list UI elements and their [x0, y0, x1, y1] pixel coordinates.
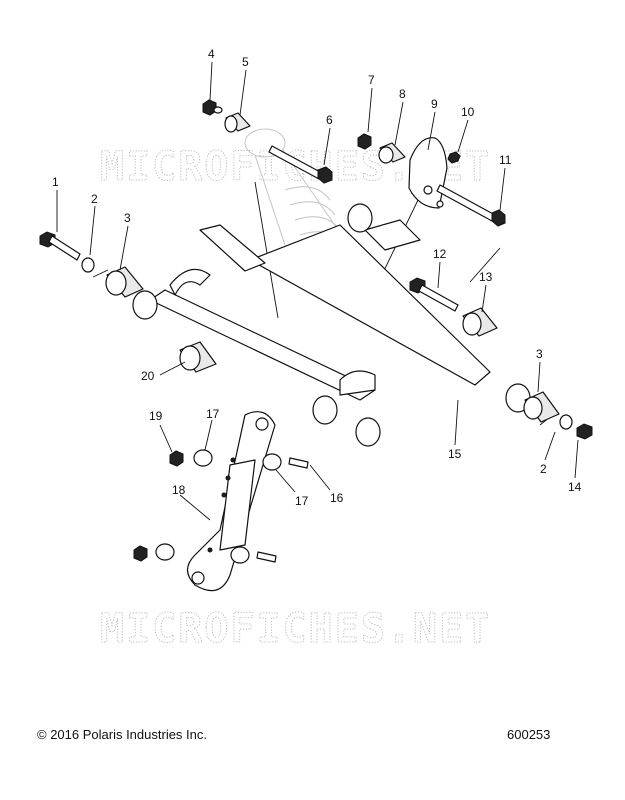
washer-2b-icon: [559, 414, 573, 430]
callout-3a: 3: [124, 211, 131, 225]
callout-17b: 17: [295, 494, 309, 508]
washer-2-icon: [81, 257, 95, 273]
callout-6: 6: [326, 113, 333, 127]
callout-11: 11: [499, 153, 512, 167]
washer-17-icon: [193, 449, 213, 467]
right-end-hardware: [523, 391, 593, 440]
callout-2a: 2: [91, 192, 98, 206]
callout-12: 12: [433, 247, 447, 261]
leader-lines: [56, 61, 579, 521]
callout-18: 18: [172, 483, 186, 497]
callout-10: 10: [461, 105, 475, 119]
a-arm-15: [132, 203, 531, 447]
callout-14: 14: [568, 480, 582, 494]
callout-4: 4: [208, 47, 215, 61]
bushing-3-icon: [105, 270, 127, 296]
link-arm-18: [133, 411, 309, 592]
callout-3b: 3: [536, 347, 543, 361]
bolt-1-icon: [48, 235, 81, 261]
right-pivot-hardware: [409, 277, 498, 337]
callout-16: 16: [330, 491, 344, 505]
bushing-8-icon: [378, 146, 394, 164]
callout-13: 13: [479, 270, 493, 284]
callout-8: 8: [399, 87, 406, 101]
callout-15: 15: [448, 447, 462, 461]
callout-labels: 1 2 3 4 5 6 7 8 9 10 11 12 13 3 2 14 15 …: [52, 47, 582, 508]
fitting-10-icon: [447, 151, 461, 164]
bolt-11-icon: [436, 184, 496, 222]
callout-2b: 2: [540, 462, 547, 476]
drawing-number: 600253: [507, 727, 551, 742]
callout-7: 7: [368, 73, 375, 87]
callout-17a: 17: [206, 407, 220, 421]
nut-7-icon: [357, 133, 372, 150]
copyright-text: © 2016 Polaris Industries Inc.: [37, 727, 207, 742]
upper-shock-hardware: [202, 99, 333, 184]
lower-shock-hardware: [357, 133, 506, 227]
nut-19-icon: [169, 450, 184, 467]
callout-20: 20: [141, 369, 155, 383]
nut-14-icon: [576, 423, 593, 440]
callout-1: 1: [52, 175, 59, 189]
bushing-20-icon: [179, 345, 201, 371]
nut-4-icon: [202, 99, 217, 116]
callout-5: 5: [242, 55, 249, 69]
left-pivot-hardware: [39, 231, 144, 298]
callout-9: 9: [431, 97, 438, 111]
bushing-13-icon: [462, 312, 482, 336]
bushing-5-icon: [224, 115, 238, 133]
callout-19: 19: [149, 409, 163, 423]
watermark-bottom: MICROFICHES.NET: [100, 606, 491, 652]
bolt-16-icon: [288, 457, 309, 469]
bolt-12-icon: [418, 284, 459, 312]
